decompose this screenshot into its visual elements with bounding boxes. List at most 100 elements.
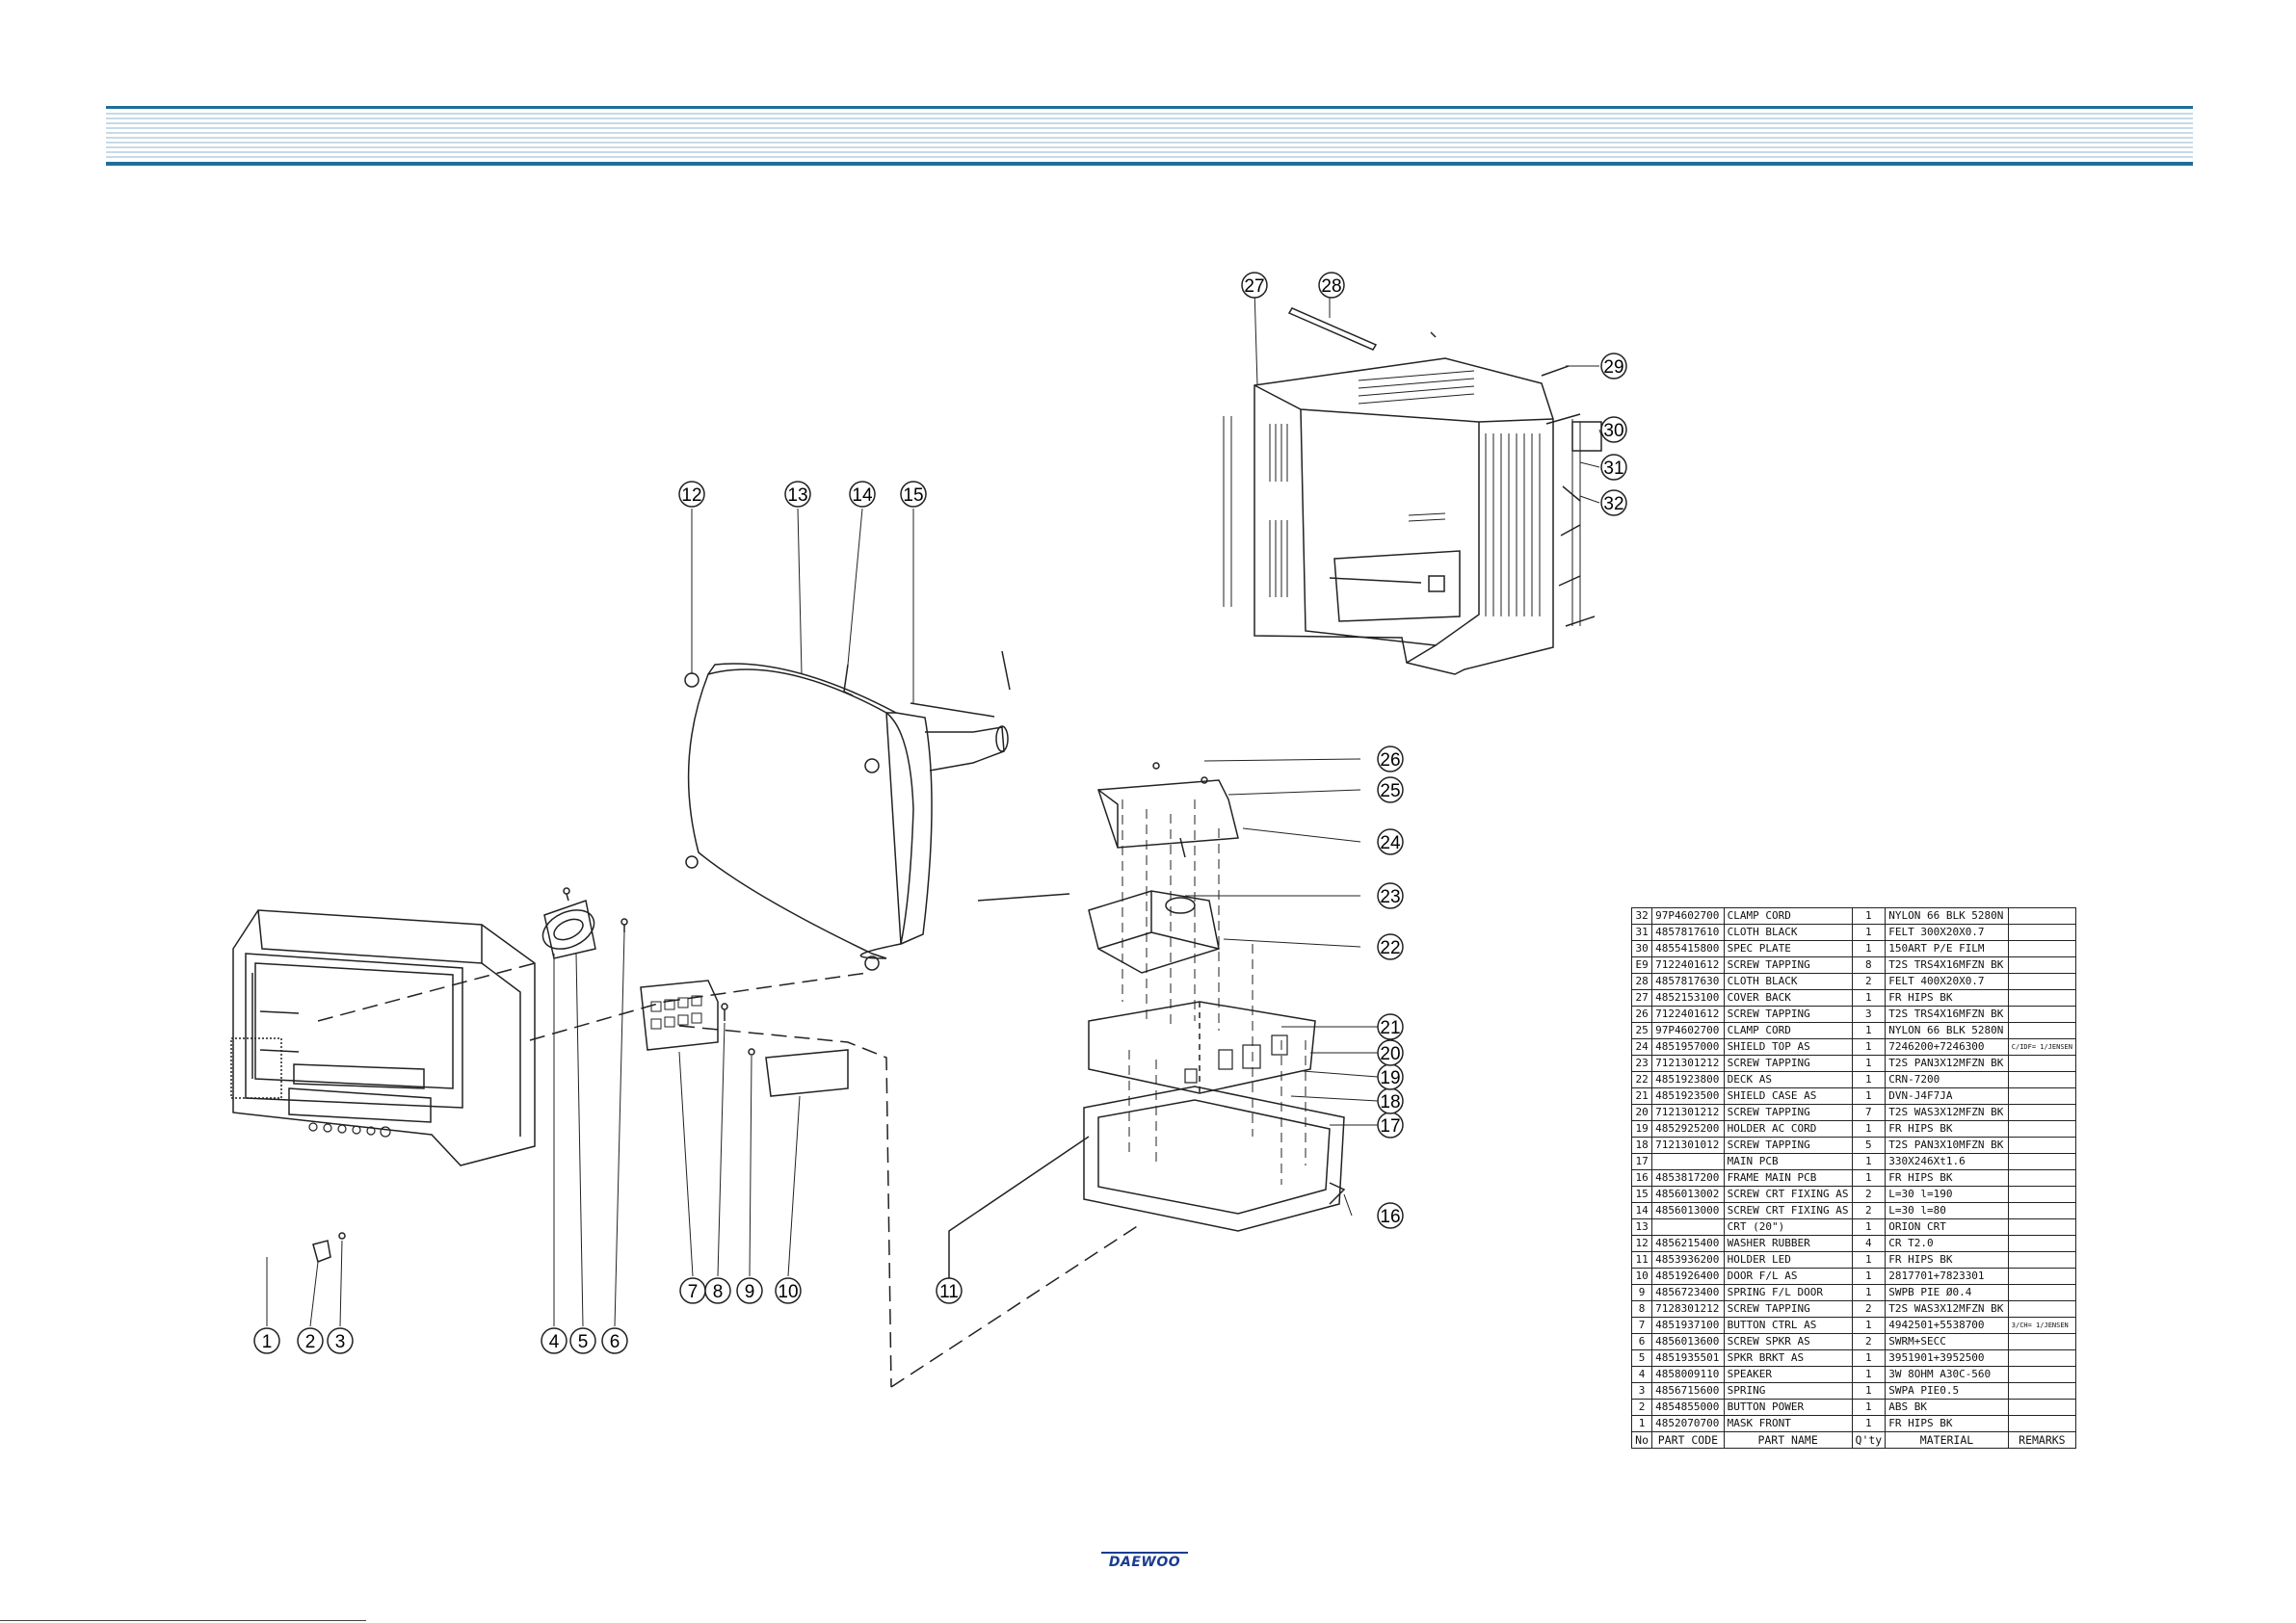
table-cell-code: 7122401612	[1651, 1006, 1725, 1023]
svg-text:15: 15	[903, 485, 923, 506]
svg-text:20: 20	[1380, 1044, 1400, 1064]
table-cell-material: T2S WAS3X12MFZN BK	[1885, 1104, 2009, 1121]
callout-19: 19	[1377, 1063, 1404, 1090]
table-cell-no: 6	[1630, 1333, 1653, 1350]
table-cell-qty: 1	[1851, 1153, 1887, 1170]
col-header-material: MATERIAL	[1885, 1431, 2009, 1449]
table-cell-material: ORION CRT	[1885, 1218, 2009, 1236]
table-cell-code: 7121301212	[1651, 1055, 1725, 1072]
callout-30: 30	[1600, 416, 1627, 443]
table-cell-remarks	[2007, 1087, 2077, 1105]
callout-15: 15	[900, 481, 927, 508]
table-cell-code: 7121301212	[1651, 1104, 1725, 1121]
table-cell-no: 28	[1630, 973, 1653, 990]
callout-28: 28	[1318, 272, 1345, 299]
table-cell-no: 17	[1630, 1153, 1653, 1170]
table-cell-name: HOLDER AC CORD	[1723, 1120, 1853, 1138]
table-cell-remarks	[2007, 1300, 2077, 1318]
svg-text:24: 24	[1380, 833, 1401, 853]
callout-group: 1 2 3 4 5 6 7 8 9 10 11 12 13 14 15 16 1…	[253, 272, 1627, 1354]
speaker-drawing	[541, 887, 628, 959]
table-cell-remarks	[2007, 1284, 2077, 1301]
table-cell-material: 3W 8OHM A30C-560	[1885, 1366, 2009, 1383]
callout-23: 23	[1377, 882, 1404, 909]
table-cell-qty: 4	[1851, 1235, 1887, 1252]
table-cell-no: 27	[1630, 989, 1653, 1007]
table-cell-code: 97P4602700	[1651, 907, 1725, 925]
table-cell-remarks	[2007, 924, 2077, 941]
table-cell-name: MASK FRONT	[1723, 1415, 1853, 1432]
table-cell-qty: 2	[1851, 1202, 1887, 1219]
table-cell-no: 21	[1630, 1087, 1653, 1105]
table-cell-code: 4856013002	[1651, 1186, 1725, 1203]
table-cell-remarks	[2007, 1366, 2077, 1383]
table-cell-code: 4853936200	[1651, 1251, 1725, 1269]
table-cell-qty: 1	[1851, 1317, 1887, 1334]
table-cell-remarks	[2007, 1349, 2077, 1367]
svg-text:1: 1	[262, 1332, 273, 1352]
table-cell-code: 4857817610	[1651, 924, 1725, 941]
callout-14: 14	[849, 481, 876, 508]
table-cell-remarks	[2007, 1006, 2077, 1023]
table-cell-name: DOOR F/L AS	[1723, 1268, 1853, 1285]
table-cell-qty: 1	[1851, 989, 1887, 1007]
table-cell-name: FRAME MAIN PCB	[1723, 1169, 1853, 1187]
table-cell-remarks	[2007, 940, 2077, 957]
table-cell-qty: 1	[1851, 1169, 1887, 1187]
table-cell-name: SPEAKER	[1723, 1366, 1853, 1383]
table-cell-material: FR HIPS BK	[1885, 989, 2009, 1007]
table-cell-name: SCREW TAPPING	[1723, 956, 1853, 974]
table-cell-qty: 1	[1851, 1022, 1887, 1039]
table-cell-material: SWPA PIE0.5	[1885, 1382, 2009, 1400]
table-cell-name: SPEC PLATE	[1723, 940, 1853, 957]
col-header-qty: Q'ty	[1851, 1431, 1887, 1449]
callout-8: 8	[704, 1277, 731, 1304]
table-cell-name: COVER BACK	[1723, 989, 1853, 1007]
table-cell-code: 4851926400	[1651, 1268, 1725, 1285]
table-cell-name: DECK AS	[1723, 1071, 1853, 1088]
callout-6: 6	[601, 1327, 628, 1354]
table-cell-no: 32	[1630, 907, 1653, 925]
svg-text:26: 26	[1380, 750, 1400, 771]
svg-text:29: 29	[1603, 357, 1623, 378]
table-cell-no: 4	[1630, 1366, 1653, 1383]
table-cell-name: SCREW TAPPING	[1723, 1006, 1853, 1023]
table-cell-remarks	[2007, 1055, 2077, 1072]
table-cell-qty: 1	[1851, 1268, 1887, 1285]
table-cell-code: 4856715600	[1651, 1382, 1725, 1400]
table-cell-code: 4851923800	[1651, 1071, 1725, 1088]
callout-27: 27	[1241, 272, 1268, 299]
table-cell-qty: 8	[1851, 956, 1887, 974]
callout-21: 21	[1377, 1013, 1404, 1040]
svg-text:7: 7	[688, 1282, 699, 1302]
table-cell-name: MAIN PCB	[1723, 1153, 1853, 1170]
table-cell-no: 25	[1630, 1022, 1653, 1039]
table-cell-material: 3951901+3952500	[1885, 1349, 2009, 1367]
callout-1: 1	[253, 1327, 280, 1354]
table-cell-name: SHIELD TOP AS	[1723, 1038, 1853, 1056]
table-cell-material: SWRM+SECC	[1885, 1333, 2009, 1350]
table-cell-material: T2S PAN3X12MFZN BK	[1885, 1055, 2009, 1072]
svg-text:4: 4	[549, 1332, 560, 1352]
callout-4: 4	[541, 1327, 567, 1354]
table-cell-no: 30	[1630, 940, 1653, 957]
table-cell-material: FR HIPS BK	[1885, 1415, 2009, 1432]
svg-text:25: 25	[1380, 781, 1400, 801]
col-header-remarks: REMARKS	[2007, 1431, 2077, 1449]
svg-text:21: 21	[1380, 1018, 1400, 1038]
table-cell-no: 16	[1630, 1169, 1653, 1187]
table-cell-name: SPRING	[1723, 1382, 1853, 1400]
table-cell-name: WASHER RUBBER	[1723, 1235, 1853, 1252]
table-cell-code: 4852925200	[1651, 1120, 1725, 1138]
table-cell-material: 2817701+7823301	[1885, 1268, 2009, 1285]
table-cell-remarks	[2007, 956, 2077, 974]
table-cell-remarks	[2007, 1104, 2077, 1121]
table-cell-qty: 2	[1851, 973, 1887, 990]
table-cell-material: T2S WAS3X12MFZN BK	[1885, 1300, 2009, 1318]
table-cell-code: 4855415800	[1651, 940, 1725, 957]
table-cell-remarks	[2007, 907, 2077, 925]
